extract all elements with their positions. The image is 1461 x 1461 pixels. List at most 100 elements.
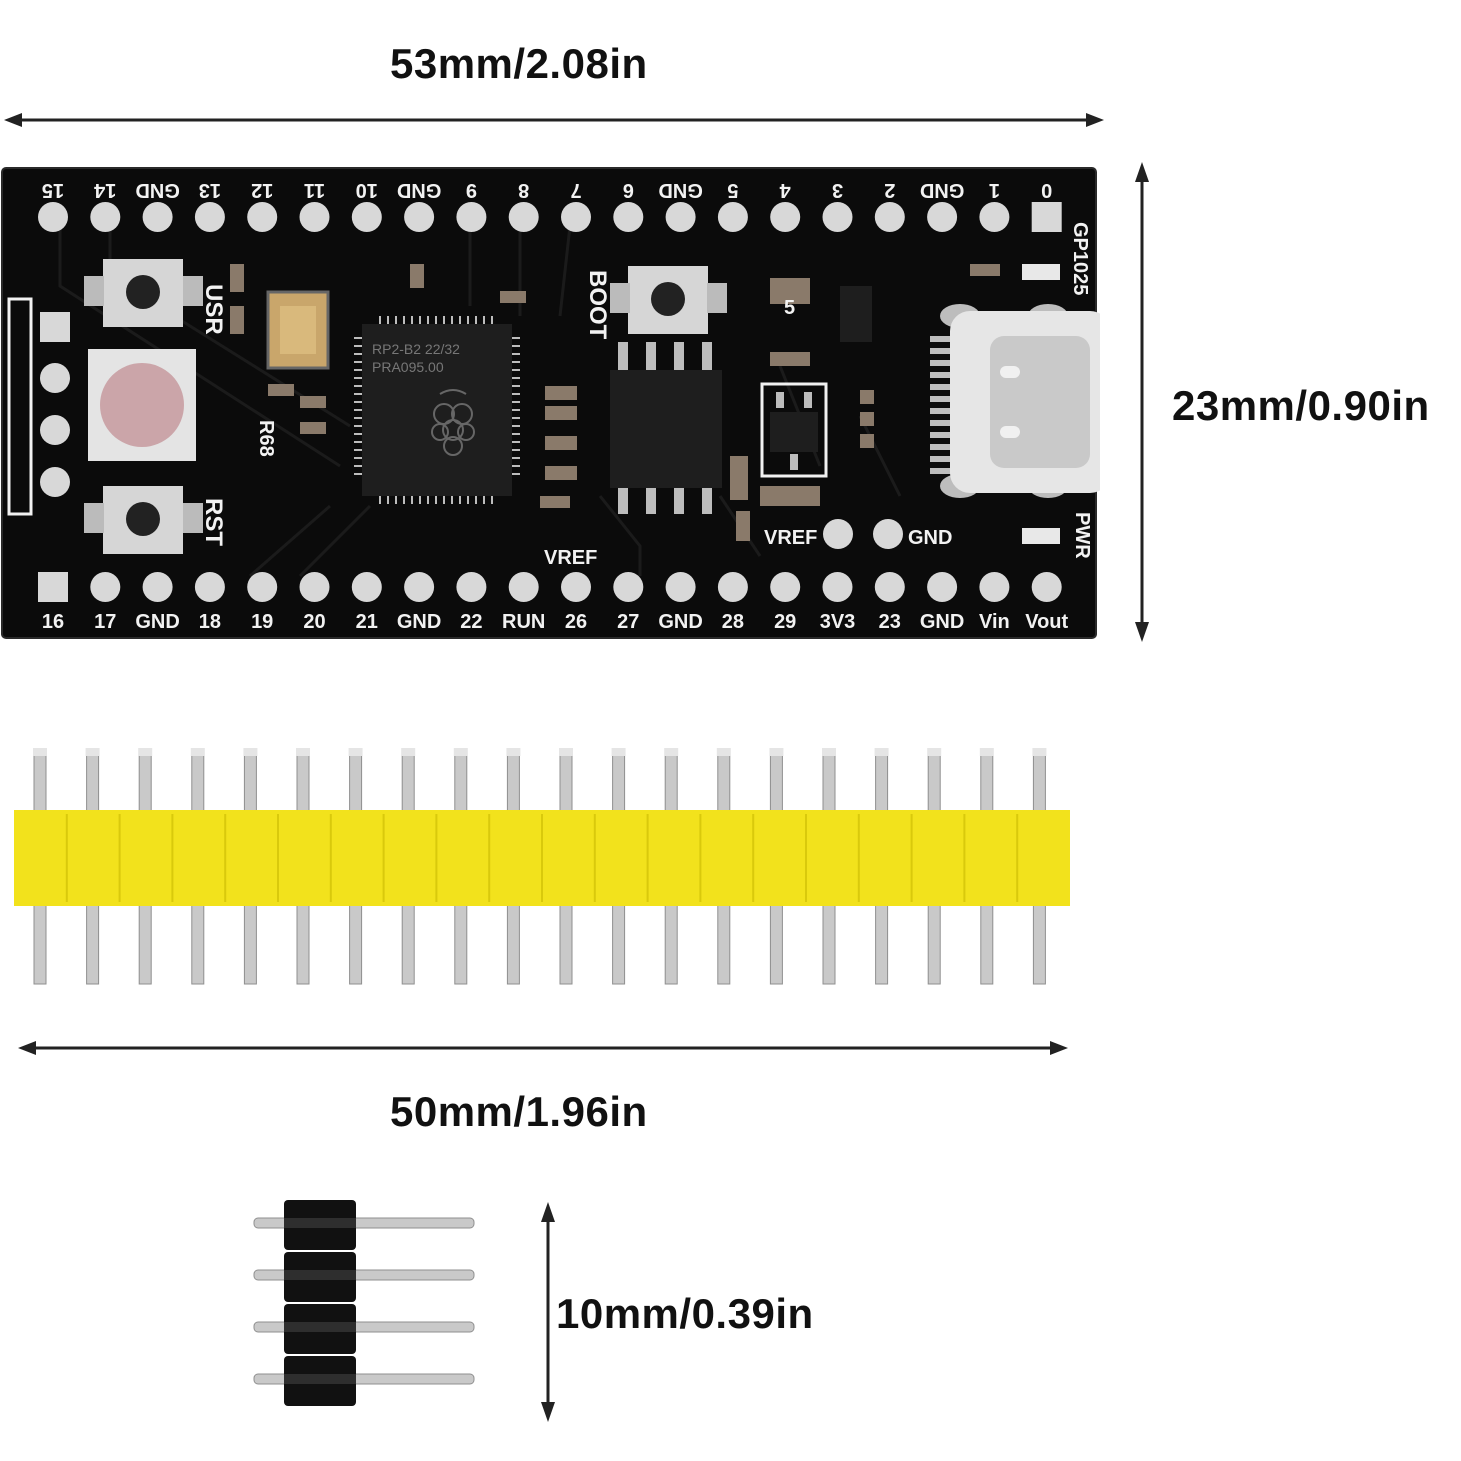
pin-pad	[142, 572, 173, 602]
pin-pad	[665, 572, 696, 602]
top-pin-label: 9	[466, 179, 477, 201]
bottom-pin-label: GND	[920, 611, 964, 633]
reg-mark: 5	[784, 297, 795, 319]
bottom-pin-label: 16	[42, 611, 64, 633]
bottom-pin-label: RUN	[502, 611, 545, 633]
pin-pad	[717, 572, 748, 602]
bottom-pin-label: 27	[617, 611, 639, 633]
bottom-pin-label: 29	[774, 611, 796, 633]
bottom-pin-label: 18	[199, 611, 221, 633]
pin-pad	[665, 202, 696, 232]
top-pin-label: GND	[397, 179, 441, 201]
raspberry-logo-icon	[431, 389, 475, 456]
header-pin-tip	[243, 748, 258, 756]
chip-marking-1: RP2-B2 22/32	[372, 341, 460, 357]
pin-pad	[874, 572, 905, 602]
rst-label: RST	[200, 498, 227, 546]
pin-pad	[613, 572, 644, 602]
boot-button	[610, 266, 727, 334]
pin-pad	[979, 202, 1010, 232]
header-pin-tip	[769, 748, 784, 756]
header-pin-tip	[611, 748, 626, 756]
top-pin-label: 14	[93, 179, 116, 201]
pin-pad	[351, 202, 382, 232]
pin-pad	[247, 202, 278, 232]
boot-label: BOOT	[584, 270, 611, 340]
pwr-label: PWR	[1071, 512, 1093, 559]
pwr-led	[1022, 528, 1060, 544]
pin-pad	[561, 572, 591, 602]
header-pin-tip	[822, 748, 836, 756]
board-width-label: 53mm/2.08in	[390, 40, 648, 87]
angle-pin-bend	[284, 1218, 356, 1228]
top-pin-label: 8	[518, 179, 529, 201]
chip-marking-2: PRA095.00	[372, 359, 444, 375]
bottom-pin-label: GND	[135, 611, 179, 633]
top-pin-label: 0	[1041, 179, 1052, 201]
pin-pad	[1031, 572, 1062, 602]
bottom-pin-label: 26	[565, 611, 587, 633]
regulator-outline	[760, 382, 828, 478]
bottom-pin-label: 19	[251, 611, 273, 633]
pin-pad	[770, 202, 801, 232]
gnd-pad	[873, 519, 903, 549]
angle-pin-bend	[284, 1374, 356, 1384]
usr-label: USR	[200, 284, 227, 335]
gnd-right-label: GND	[908, 527, 952, 549]
swd-header-outline	[7, 297, 33, 516]
pin-pad-square	[38, 572, 68, 602]
angle-pin-bend	[284, 1270, 356, 1280]
top-pin-label: 4	[779, 179, 791, 201]
top-pin-label: 11	[304, 179, 325, 201]
top-pin-label: 5	[727, 179, 738, 201]
pin-pad	[299, 202, 330, 232]
pin-pad	[717, 202, 748, 232]
pin-pad	[613, 202, 644, 232]
pin-pad	[508, 202, 539, 232]
bottom-pin-label: 28	[722, 611, 744, 633]
pin-pad	[142, 202, 173, 232]
bottom-pin-label: Vout	[1025, 611, 1068, 633]
pin-pad	[194, 202, 225, 232]
pin-pad-square	[1031, 202, 1062, 232]
pin-pad	[822, 202, 853, 232]
right-angle-pin-header	[253, 1200, 475, 1406]
pin-pad	[456, 202, 487, 232]
bottom-pin-label: 20	[303, 611, 325, 633]
pin-pad	[508, 572, 539, 602]
header-pin-tip	[506, 748, 521, 756]
header-pin-tip	[296, 748, 310, 756]
board-height-arrow	[1135, 162, 1149, 642]
top-pin-label: GND	[135, 179, 179, 201]
top-pin-label: GND	[920, 179, 964, 201]
header-pin-tip	[138, 748, 153, 756]
gpio25-led	[1022, 264, 1060, 280]
pin-pad	[404, 572, 435, 602]
header-pin-tip	[190, 748, 205, 756]
header-pin-tip	[874, 748, 889, 756]
top-pin-label: 12	[251, 179, 273, 201]
pin-pad	[194, 572, 225, 602]
header-length-arrow	[18, 1041, 1068, 1055]
vref-right-label: VREF	[764, 527, 817, 549]
bottom-pin-label: 3V3	[820, 611, 856, 633]
bottom-pin-label: GND	[397, 611, 441, 633]
header-pin-tip	[1032, 748, 1047, 756]
vref-pad	[823, 519, 853, 549]
pin-pad	[456, 572, 487, 602]
board-width-arrow	[4, 113, 1104, 127]
rst-button	[84, 486, 203, 554]
gpio25-label: GP1025	[1069, 222, 1091, 295]
usr-button	[84, 259, 203, 327]
rp2040-chip: RP2-B2 22/32 PRA095.00	[354, 316, 520, 504]
header-pin-tip	[401, 748, 416, 756]
header-pin-tip	[927, 748, 942, 756]
pin-pad	[90, 202, 121, 232]
header-pin-tip	[453, 748, 468, 756]
header-pin-tip	[664, 748, 679, 756]
top-pin-label: 15	[42, 179, 64, 201]
pin-pad	[927, 572, 958, 602]
board-height-label: 23mm/0.90in	[1172, 382, 1430, 429]
pin-pad	[38, 202, 68, 232]
